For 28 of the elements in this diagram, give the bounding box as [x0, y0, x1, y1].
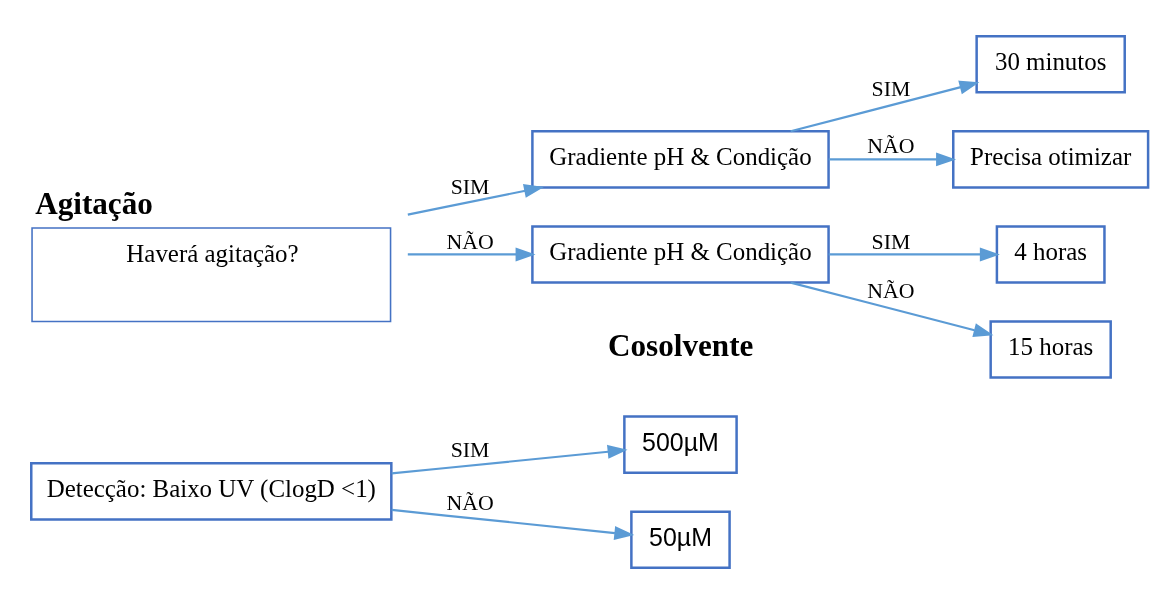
arrow	[391, 508, 635, 540]
arrow	[790, 80, 980, 132]
node-box: Haverá agitação?	[31, 226, 392, 322]
label: Cosolvente	[608, 327, 754, 363]
edge-label: SIM	[450, 174, 490, 199]
node-label: Agitação	[35, 185, 153, 221]
node-box: Gradiente pH & Condição	[531, 129, 830, 189]
node-box: Precisa otimizar	[952, 129, 1150, 189]
arrow	[407, 183, 544, 216]
edge-label: NÃO	[867, 133, 915, 158]
node-box: 15 horas	[989, 319, 1112, 379]
edge-label: NÃO	[446, 490, 494, 515]
node-box: 30 minutos	[975, 34, 1126, 94]
arrow	[391, 444, 628, 475]
node-box: 500µM	[623, 414, 738, 474]
edge-label: NÃO	[867, 278, 915, 303]
node-box: 4 horas	[995, 224, 1106, 284]
edge-label: NÃO	[446, 229, 494, 254]
arrow	[790, 281, 994, 337]
edge-label: SIM	[450, 437, 490, 462]
node-box: 50µM	[630, 509, 731, 569]
arrow	[828, 151, 957, 166]
arrow	[407, 246, 536, 261]
node-box: Gradiente pH & Condição	[531, 224, 830, 284]
arrow	[828, 246, 1000, 261]
node-box: Detecção: Baixo UV (ClogD <1)	[30, 461, 393, 521]
edge-label: SIM	[871, 76, 911, 101]
edge-label: SIM	[871, 229, 911, 254]
